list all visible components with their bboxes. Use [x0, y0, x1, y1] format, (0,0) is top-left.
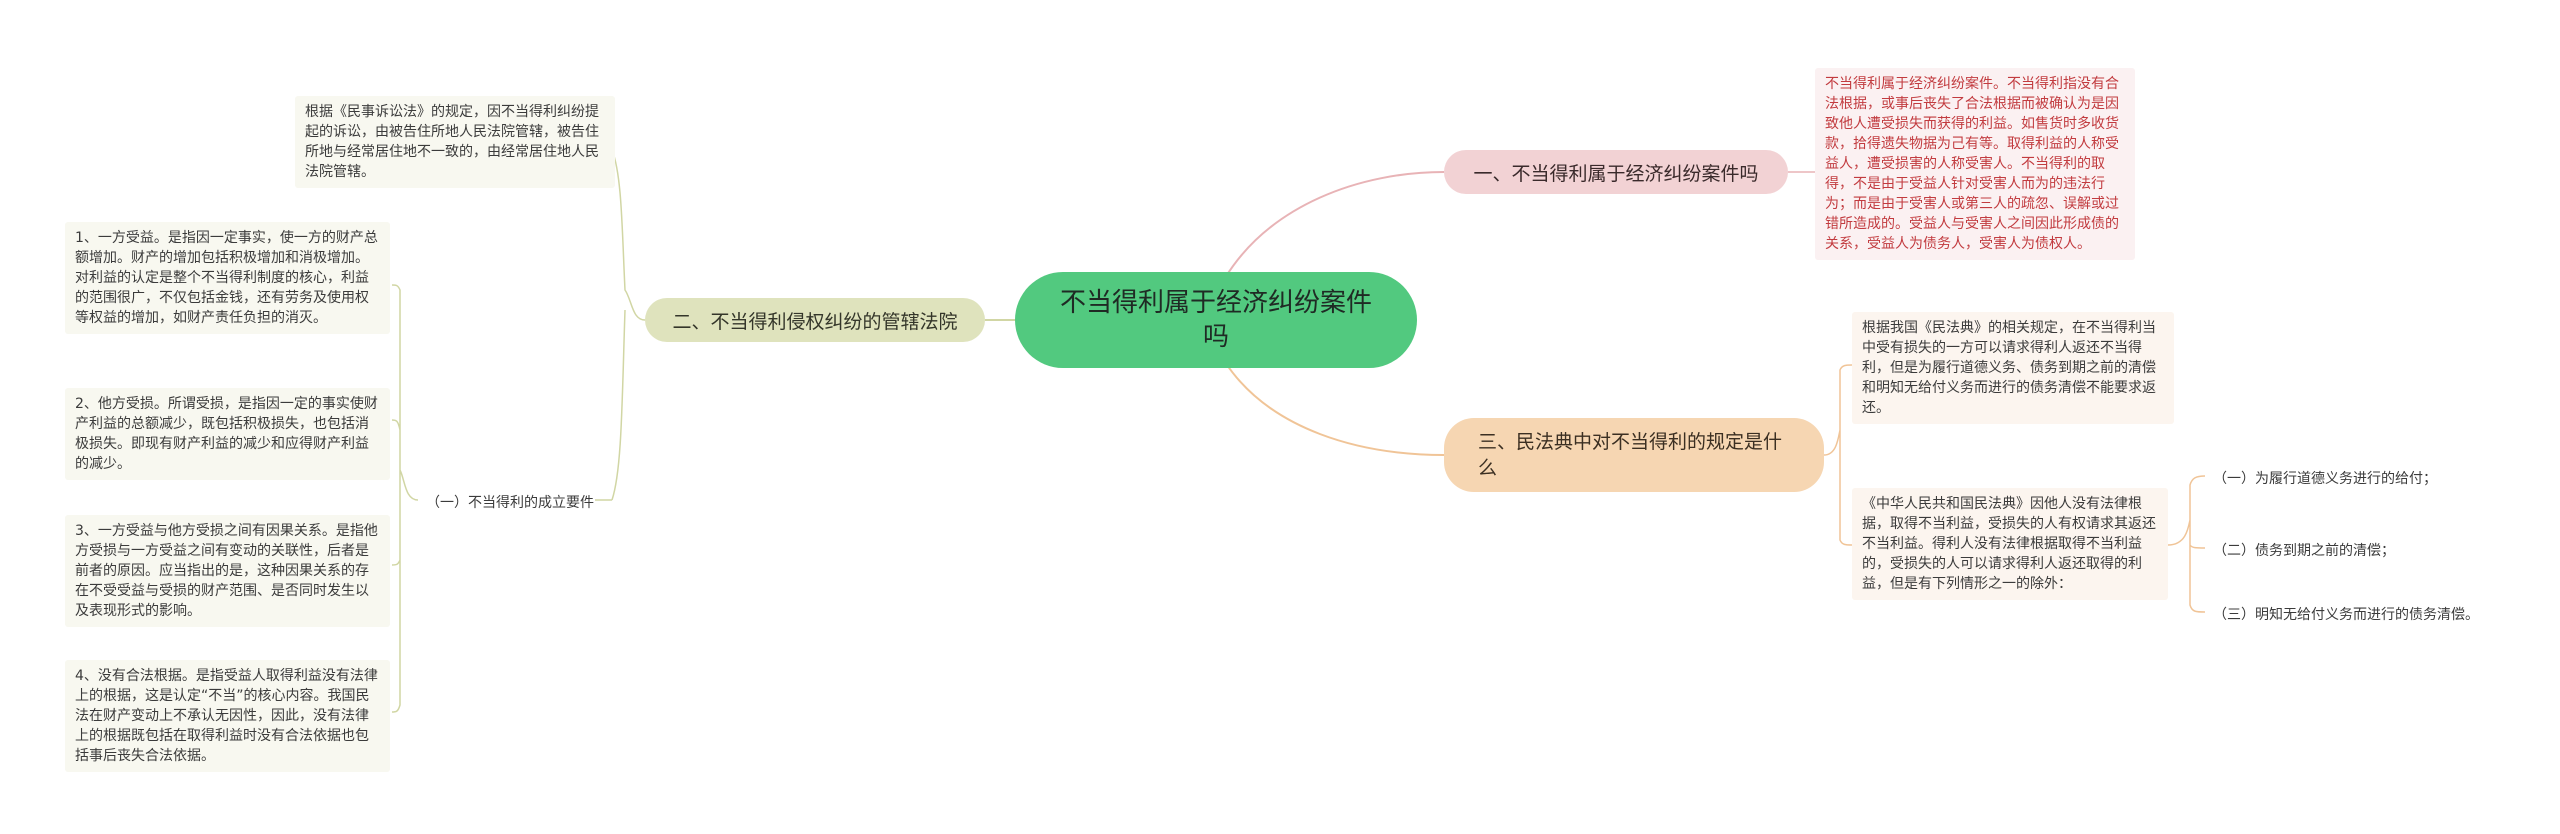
branch-1-topic[interactable]: 一、不当得利属于经济纠纷案件吗 [1444, 150, 1788, 194]
exception-item-3[interactable]: （三）明知无给付义务而进行的债务清偿。 [2213, 607, 2479, 623]
link-center-branch3 [1224, 361, 1445, 456]
branch-3-topic[interactable]: 三、民法典中对不当得利的规定是什么 [1444, 418, 1824, 492]
requirement-item-2: 2、他方受损。所谓受损，是指因一定的事实使财产利益的总额减少，既包括积极损失，也… [65, 388, 390, 480]
requirement-item-1: 1、一方受益。是指因一定事实，使一方的财产总额增加。财产的增加包括积极增加和消极… [65, 222, 390, 334]
exception-item-1[interactable]: （一）为履行道德义务进行的给付； [2213, 471, 2437, 487]
branch-3-detail-1: 根据我国《民法典》的相关规定，在不当得利当中受有损失的一方可以请求得利人返还不当… [1852, 312, 2174, 424]
link-detail2-items [2167, 475, 2206, 613]
requirement-item-3: 3、一方受益与他方受损之间有因果关系。是指他方受损与一方受益之间有变动的关联性，… [65, 515, 390, 627]
branch-2-subtopic[interactable]: （一）不当得利的成立要件 [426, 495, 594, 511]
link-branch2-bracket [611, 149, 646, 501]
requirement-item-4: 4、没有合法根据。是指受益人取得利益没有法律上的根据，这是认定“不当”的核心内容… [65, 660, 390, 772]
central-topic[interactable]: 不当得利属于经济纠纷案件吗 [1015, 272, 1417, 368]
link-branch3-bracket [1823, 364, 1853, 546]
branch-2-topic[interactable]: 二、不当得利侵权纠纷的管辖法院 [645, 298, 985, 342]
exception-item-2[interactable]: （二）债务到期之前的清偿； [2213, 543, 2395, 559]
link-sub-items [391, 284, 419, 713]
link-center-branch1 [1224, 171, 1445, 279]
branch-3-detail-2: 《中华人民共和国民法典》因他人没有法律根据，取得不当利益，受损失的人有权请求其返… [1852, 488, 2168, 600]
branch-1-detail: 不当得利属于经济纠纷案件。不当得利指没有合法根据，或事后丧失了合法根据而被确认为… [1815, 68, 2135, 260]
branch-2-detail: 根据《民事诉讼法》的规定，因不当得利纠纷提起的诉讼，由被告住所地人民法院管辖，被… [295, 96, 615, 188]
